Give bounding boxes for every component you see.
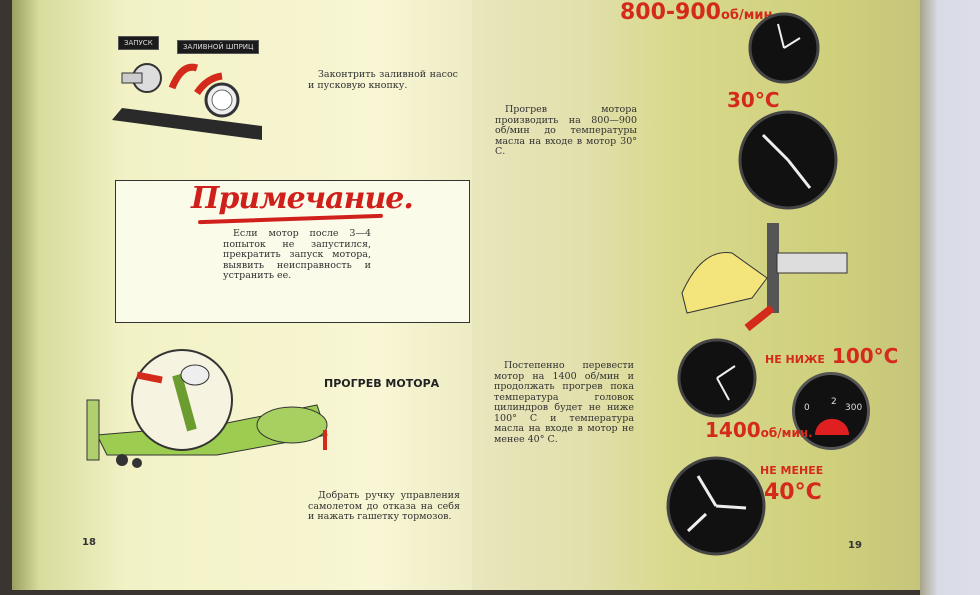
instruction-warmup-1400: Постепенно перевести мотор на 1400 об/ми…	[494, 360, 634, 445]
cylinder-temp-prefix: НЕ НИЖЕ	[765, 353, 825, 366]
oil-temp-40-gauge-icon	[666, 456, 766, 556]
tachometer-1400-gauge-icon	[677, 338, 757, 418]
book-edge	[920, 0, 980, 595]
cylinder-temp-label: НЕ НИЖЕ 100°C	[765, 344, 898, 368]
airplane-with-stick-icon	[86, 349, 328, 468]
red-zone-marker	[815, 419, 849, 435]
left-page: ЗАПУСК ЗАЛИВНОЙ ШПРИЦ Законтрить заливно…	[12, 0, 472, 590]
oil-temp-prefix: НЕ МЕНЕЕ	[760, 464, 824, 477]
oil-temp-value: 40°C	[764, 480, 822, 505]
rpm-label-1400: 1400об/мин.	[705, 418, 813, 442]
note-box: Примечание. Если мотор после 3—4 попыток…	[115, 180, 470, 323]
section-heading: ПРОГРЕВ МОТОРА	[324, 377, 440, 390]
right-page: 800-900 об/мин. 30°C Прогрев мотора произ…	[472, 0, 922, 590]
rpm-1400-unit: об/мин.	[760, 426, 813, 440]
page-number-right: 19	[848, 540, 862, 551]
gauge-scale-2: 2	[831, 397, 837, 407]
start-label-plate: ЗАПУСК	[118, 36, 159, 50]
airplane-illustration	[77, 345, 337, 475]
rpm-1400-value: 1400	[705, 418, 761, 442]
temp-label-30: 30°C	[727, 88, 780, 112]
gauge-scale-0: 0	[804, 403, 810, 413]
cylinder-temp-gauge: 0 2 300	[792, 372, 870, 450]
hand-throttle-illustration	[681, 223, 848, 332]
gauge-scale-300: 300	[845, 403, 863, 413]
start-button-and-primer-icon	[112, 63, 262, 140]
note-title: Примечание.	[191, 181, 414, 216]
instruction-lock-primer: Законтрить заливной насос и пусковую кно…	[308, 69, 458, 91]
cylinder-temp-value: 100°C	[831, 344, 899, 368]
primer-label-plate: ЗАЛИВНОЙ ШПРИЦ	[177, 40, 260, 54]
oil-temperature-gauge-icon	[738, 110, 838, 210]
rpm-value: 800-900	[620, 0, 721, 25]
instruction-warmup-800: Прогрев мотора производить на 800—900 об…	[495, 104, 637, 157]
page-number-left: 18	[82, 537, 96, 548]
control-panel-illustration: ЗАПУСК ЗАЛИВНОЙ ШПРИЦ	[102, 28, 267, 140]
note-text: Если мотор после 3—4 попыток не запустил…	[223, 228, 371, 281]
tachometer-gauge-icon	[748, 12, 820, 84]
instruction-stick-brakes: Добрать ручку управления самолетом до от…	[308, 490, 460, 522]
